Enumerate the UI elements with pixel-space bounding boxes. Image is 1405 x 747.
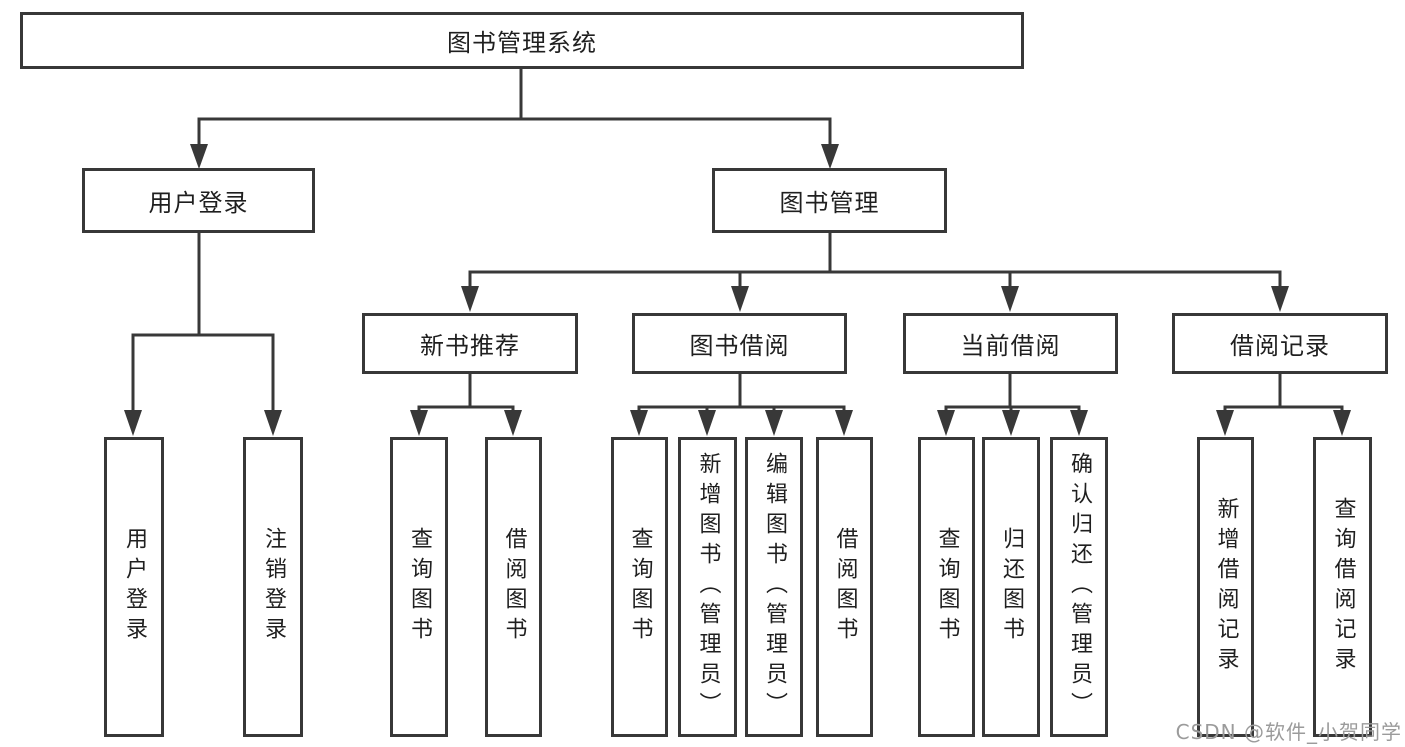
node-library-system: 图书管理系统	[20, 12, 1024, 69]
leaf-current-confirm-return-admin: 确认归还（管理员）	[1050, 437, 1108, 737]
edge-user-login	[131, 233, 275, 411]
leaf-records-query-borrow-record: 查询借阅记录	[1313, 437, 1372, 737]
leaf-current-return-books-label: 归还图书	[999, 527, 1024, 647]
node-new-book-recommendation: 新书推荐	[362, 313, 578, 374]
leaf-records-query-borrow-record-label: 查询借阅记录	[1330, 497, 1356, 677]
node-user-login: 用户登录	[82, 168, 315, 233]
leaf-records-add-borrow-record: 新增借阅记录	[1197, 437, 1254, 737]
leaf-borrow-edit-books-admin-label: 编辑图书（管理员）	[762, 452, 787, 722]
leaf-newbook-query-books-label: 查询图书	[407, 527, 432, 647]
leaf-newbook-borrow-books-label: 借阅图书	[501, 527, 527, 647]
leaf-newbook-query-books: 查询图书	[390, 437, 448, 737]
leaf-borrow-query-books: 查询图书	[611, 437, 668, 737]
edge-book-management	[468, 233, 1282, 287]
node-book-management: 图书管理	[712, 168, 947, 233]
leaf-current-query-books: 查询图书	[918, 437, 975, 737]
leaf-borrow-edit-books-admin: 编辑图书（管理员）	[745, 437, 803, 737]
leaf-current-confirm-return-admin-label: 确认归还（管理员）	[1067, 452, 1092, 722]
watermark: CSDN @软件_小贺同学	[1175, 720, 1402, 744]
leaf-borrow-borrow-books: 借阅图书	[816, 437, 873, 737]
leaf-newbook-borrow-books: 借阅图书	[485, 437, 542, 737]
edge-book-borrow	[637, 374, 846, 413]
leaf-records-add-borrow-record-label: 新增借阅记录	[1213, 497, 1239, 677]
leaf-borrow-borrow-books-label: 借阅图书	[832, 527, 858, 647]
leaf-borrow-query-books-label: 查询图书	[627, 527, 653, 647]
leaf-current-query-books-label: 查询图书	[934, 527, 960, 647]
leaf-borrow-add-books-admin: 新增图书（管理员）	[678, 437, 737, 737]
leaf-borrow-add-books-admin-label: 新增图书（管理员）	[695, 452, 721, 722]
edge-new-book	[417, 374, 515, 413]
edge-root	[197, 68, 832, 145]
leaf-logout-login: 注销登录	[243, 437, 303, 737]
leaf-current-return-books: 归还图书	[982, 437, 1040, 737]
leaf-user-login: 用户登录	[104, 437, 164, 737]
leaf-user-login-label: 用户登录	[122, 527, 147, 647]
node-current-borrowing: 当前借阅	[903, 313, 1118, 374]
node-book-borrowing: 图书借阅	[632, 313, 847, 374]
leaf-logout-login-label: 注销登录	[261, 527, 286, 647]
edge-current-borrow	[944, 374, 1081, 413]
edge-borrow-records	[1223, 374, 1344, 413]
node-borrowing-records: 借阅记录	[1172, 313, 1388, 374]
